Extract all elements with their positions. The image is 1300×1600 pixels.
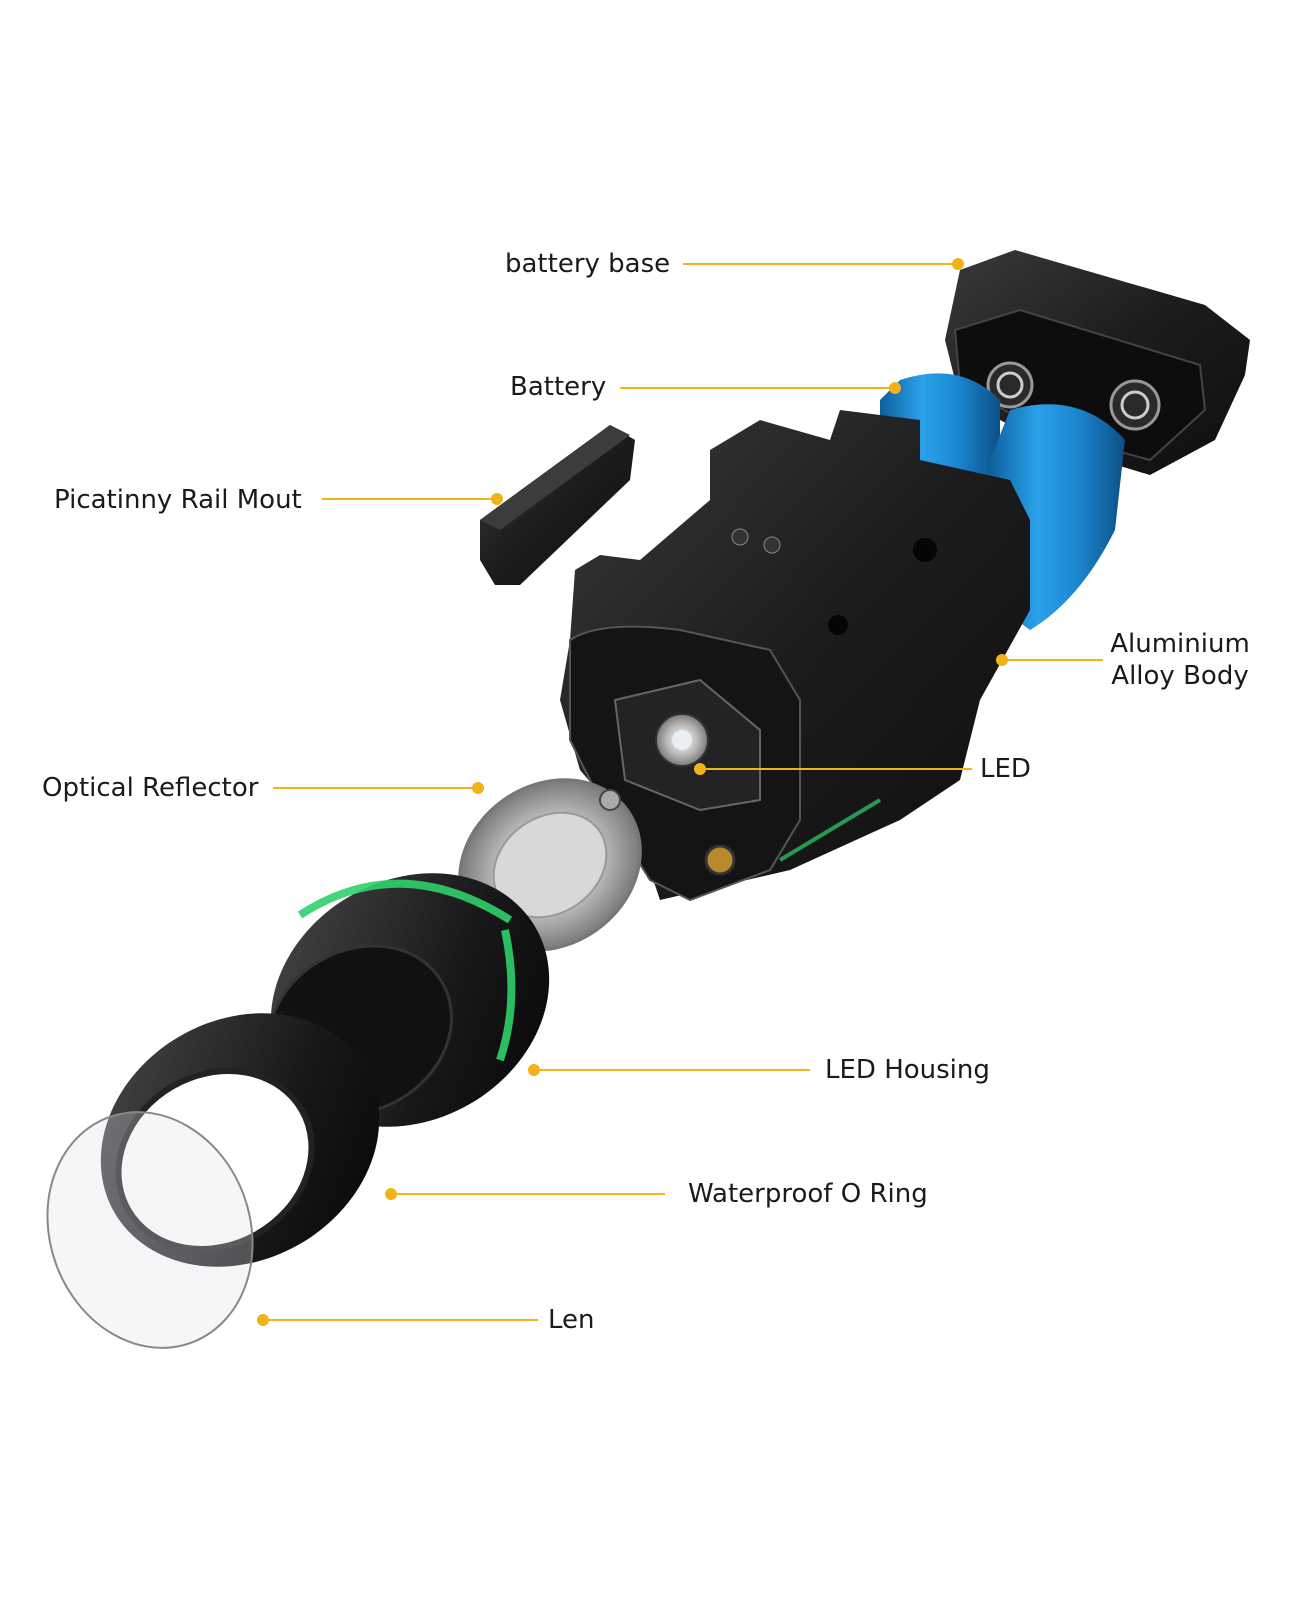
label-battery-base: battery base — [505, 249, 671, 279]
label-waterproof-o-ring: Waterproof O Ring — [688, 1179, 928, 1209]
label-len: Len — [548, 1305, 595, 1335]
laser-aperture-icon — [704, 844, 736, 876]
label-optical-reflector: Optical Reflector — [42, 773, 259, 803]
spring-right-icon — [1109, 379, 1161, 431]
label-picatinny-rail-mount: Picatinny Rail Mout — [54, 485, 302, 515]
spring-left-icon — [986, 361, 1034, 409]
label-led-housing: LED Housing — [825, 1055, 990, 1085]
main-body-part — [560, 410, 1030, 902]
len-part — [46, 1111, 254, 1349]
label-body-line1: Aluminium — [1110, 629, 1250, 659]
label-body-line2: Alloy Body — [1111, 661, 1249, 691]
label-aluminium-alloy-body: Aluminium Alloy Body — [1100, 628, 1260, 692]
label-battery: Battery — [510, 372, 607, 402]
leader-lines — [257, 258, 1103, 1326]
picatinny-rail-mount-part — [480, 425, 635, 585]
label-led: LED — [980, 754, 1031, 784]
waterproof-o-ring-part — [100, 1013, 380, 1267]
